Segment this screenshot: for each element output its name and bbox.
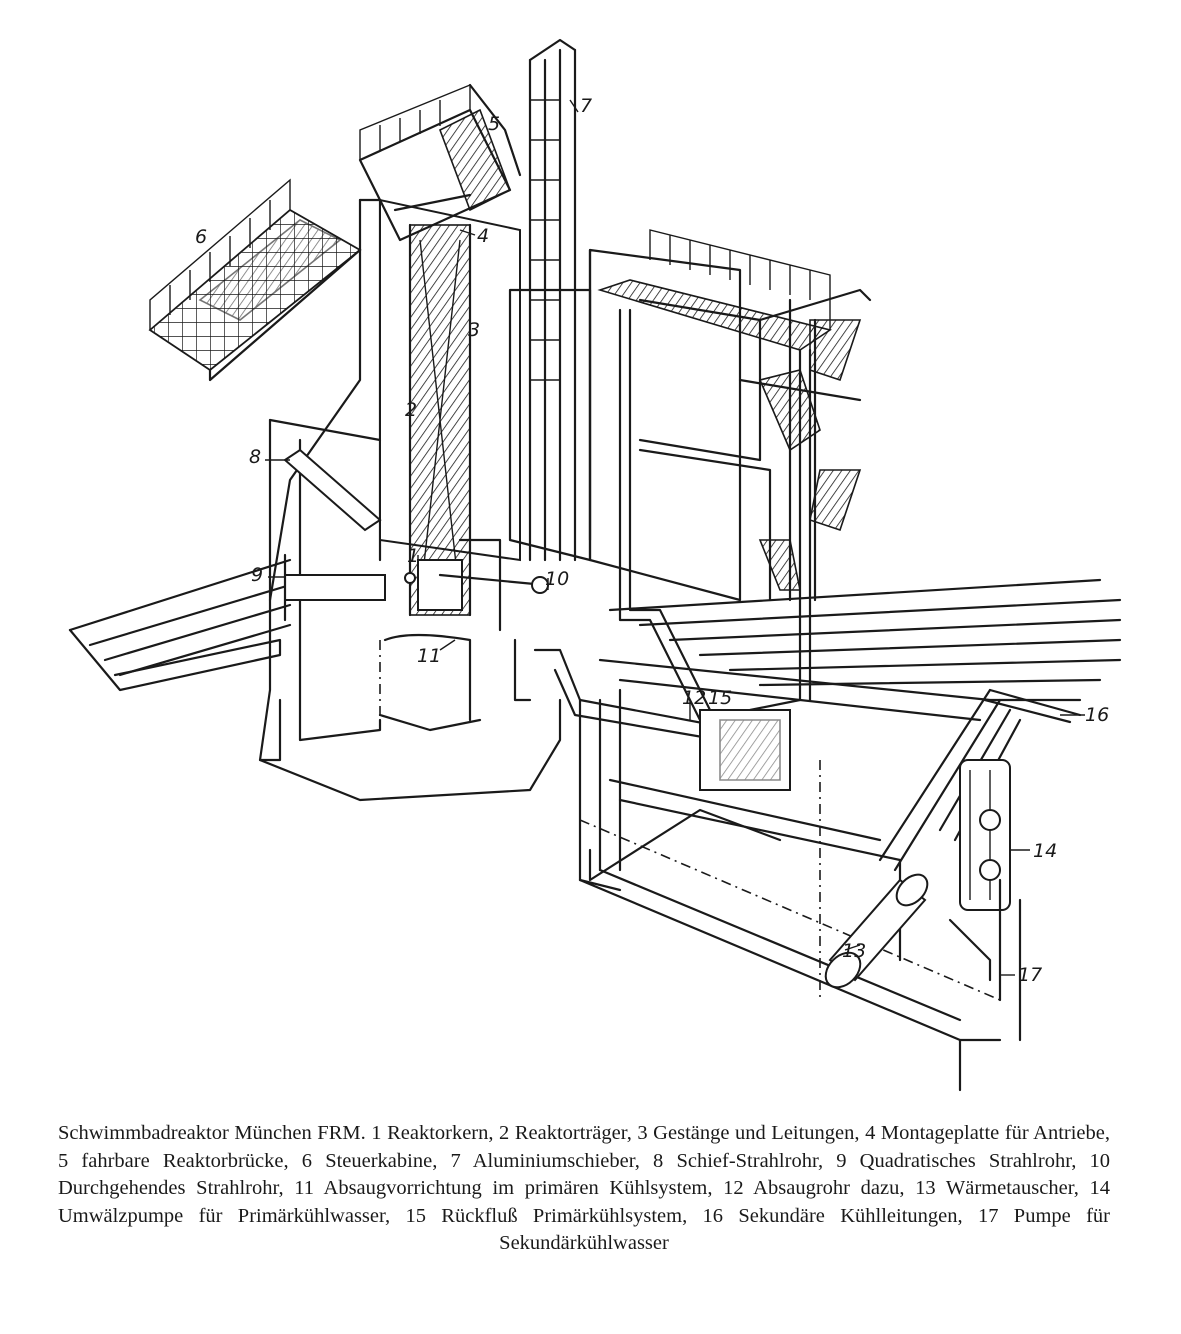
callout-numbers: 1 2 3 4 5 6 7 8 9 10 11 12 13 14 15 16 1… (195, 95, 1109, 986)
callout-15: 15 (708, 687, 732, 709)
callout-16: 16 (1085, 704, 1109, 726)
beam-tubes (283, 448, 549, 622)
floor-planks-left (68, 558, 292, 692)
primary-cooling-system (458, 308, 1002, 1092)
callout-leaders (265, 99, 1085, 976)
callout-8: 8 (249, 446, 261, 468)
callout-9: 9 (251, 564, 263, 586)
callout-14: 14 (1033, 840, 1057, 862)
callout-13: 13 (842, 940, 866, 962)
heat-exchanger (824, 873, 929, 989)
secondary-cooling-system (878, 688, 1082, 1042)
right-walkway-platform (597, 229, 872, 602)
aluminium-slide-gate (508, 38, 592, 562)
reactor-bridge (358, 83, 522, 242)
control-cabin-platform (148, 178, 362, 382)
callout-7: 7 (580, 95, 592, 117)
callout-5: 5 (488, 113, 500, 135)
callout-4: 4 (477, 225, 489, 247)
callout-1: 1 (407, 545, 419, 567)
figure-caption: Schwimmbadreaktor München FRM. 1 Reaktor… (58, 1122, 1110, 1254)
callout-3: 3 (468, 319, 480, 341)
callout-11: 11 (417, 645, 441, 667)
callout-12: 12 (682, 687, 706, 709)
reactor-support-column (408, 223, 472, 617)
callout-2: 2 (405, 399, 417, 421)
callout-6: 6 (195, 226, 207, 248)
callout-10: 10 (545, 568, 569, 590)
callout-17: 17 (1018, 964, 1042, 986)
floor-planks-right (598, 578, 1122, 722)
reactor-cutaway-drawing: 1 2 3 4 5 6 7 8 9 10 11 12 13 14 15 16 1… (68, 38, 1122, 1092)
